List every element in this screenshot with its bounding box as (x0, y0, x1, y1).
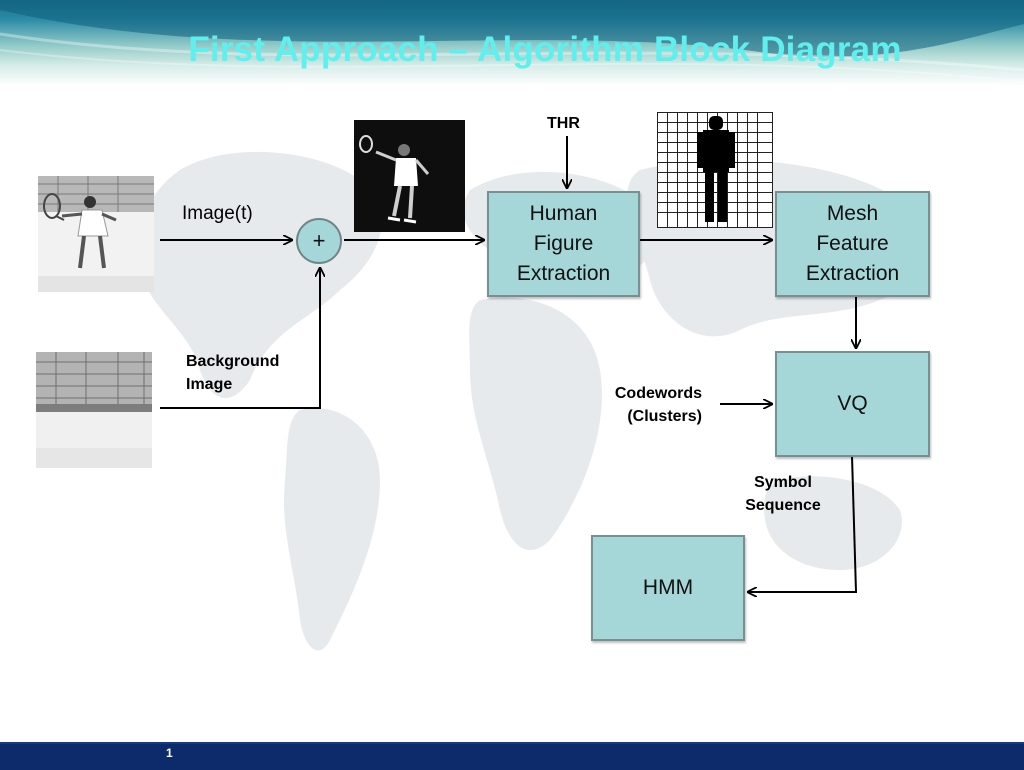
block-line: Mesh (826, 202, 879, 225)
symbol-sequence-label: Symbol Sequence (728, 471, 838, 517)
background-image-label: Background Image (186, 350, 279, 396)
hmm-block: HMM (591, 535, 745, 641)
block-line: Figure (533, 232, 594, 255)
tennis-player-frame-photo (38, 176, 154, 292)
vq-block: VQ (775, 351, 930, 457)
slide-header-band (0, 0, 1024, 86)
codewords-label: Codewords (Clusters) (560, 382, 702, 428)
thr-label: THR (547, 115, 580, 132)
slide-footer-bar (0, 742, 1024, 770)
block-line: Feature (816, 232, 889, 255)
background-court-photo (36, 352, 152, 468)
vq-label: VQ (837, 392, 868, 415)
block-line: Extraction (805, 262, 900, 285)
label-line: Sequence (745, 497, 821, 514)
header-swoosh-decoration (0, 0, 1024, 83)
page-number: 1 (166, 746, 173, 760)
label-line: Symbol (754, 474, 812, 491)
image-t-label: Image(t) (182, 203, 253, 224)
label-line: Background (186, 353, 280, 370)
arrow-vq-to-hmm (748, 455, 858, 592)
slide-title: First Approach – Algorithm Block Diagram (188, 30, 902, 69)
block-line: Human (529, 202, 598, 225)
human-figure-extraction-block: Human Figure Extraction (487, 191, 640, 297)
label-line: Codewords (614, 385, 702, 402)
arrow-background-to-sum (160, 268, 320, 409)
label-line: (Clusters) (627, 408, 702, 425)
block-line: Extraction (516, 262, 611, 285)
label-line: Image (186, 376, 233, 393)
mesh-feature-extraction-block: Mesh Feature Extraction (775, 191, 930, 297)
summation-node: + (296, 218, 342, 264)
hmm-label: HMM (642, 576, 694, 599)
extracted-figure-photo (354, 120, 465, 232)
mesh-grid-silhouette (657, 112, 773, 228)
